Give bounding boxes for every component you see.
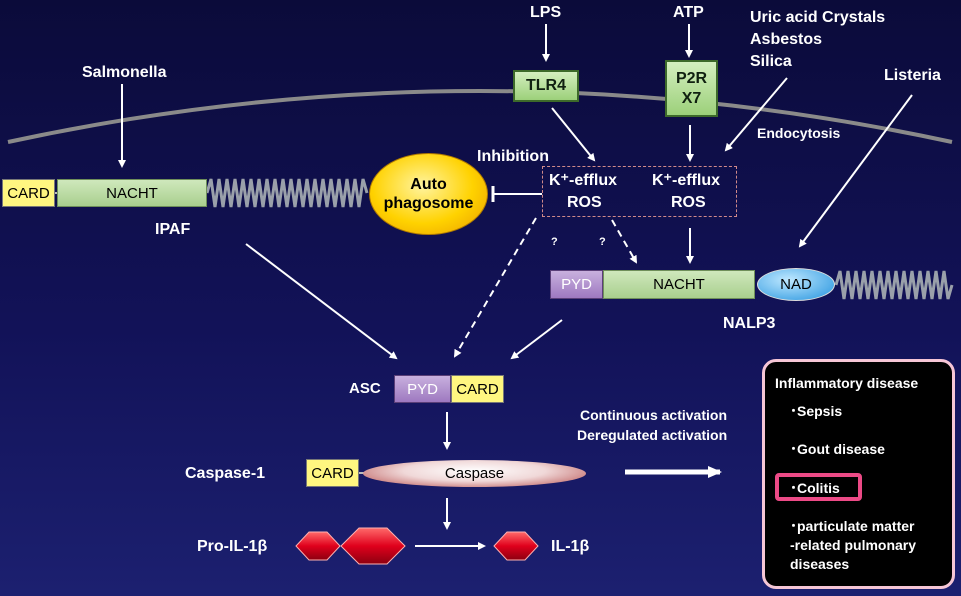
arrow-crystals-endocytosis — [724, 77, 788, 152]
nalp3-label: NALP3 — [723, 315, 776, 332]
nalp3-nacht-domain: NACHT — [603, 270, 755, 299]
asc-label: ASC — [349, 380, 381, 397]
inhibition-label: Inhibition — [477, 148, 549, 165]
endocytosis-label: Endocytosis — [757, 125, 841, 141]
question-mark-1: ? — [551, 236, 558, 248]
disease-item-particulate-3: diseases — [790, 556, 850, 572]
ipaf-nacht-domain: NACHT — [57, 179, 207, 207]
crystals-label-3: Silica — [750, 53, 792, 70]
pro-il1b-hexagon-1 — [295, 531, 341, 561]
disease-item-gout: ･Gout disease — [790, 441, 885, 457]
efflux-left-line-1: K⁺-efflux — [549, 172, 617, 189]
efflux-left-line-2: ROS — [567, 194, 602, 211]
disease-item-colitis: ･Colitis — [790, 480, 840, 496]
caspase1-label: Caspase-1 — [185, 465, 266, 482]
efflux-ros-box — [542, 166, 737, 217]
il1b-label: IL-1β — [551, 538, 590, 555]
crystals-label-2: Asbestos — [750, 31, 823, 48]
salmonella-label: Salmonella — [82, 64, 167, 81]
efflux-right-line-2: ROS — [671, 194, 706, 211]
arrow-listeria-nalp3 — [798, 94, 913, 248]
arrow-nalp3-asc — [510, 319, 563, 360]
autophagosome-line-2: phagosome — [383, 195, 474, 212]
autophagosome: Auto phagosome — [369, 153, 488, 235]
tlr4-receptor: TLR4 — [513, 70, 579, 102]
disease-item-particulate-2: -related pulmonary — [790, 537, 917, 553]
nalp3-pyd-domain: PYD — [550, 270, 603, 299]
continuous-activation-label: Continuous activation — [580, 407, 727, 423]
atp-label: ATP — [673, 4, 704, 21]
ipaf-label: IPAF — [155, 221, 191, 238]
lps-label: LPS — [530, 4, 562, 21]
nalp3-lrr — [834, 270, 954, 300]
asc-card-domain: CARD — [451, 375, 504, 403]
question-mark-2: ? — [599, 236, 606, 248]
pro-il1b-hexagon-2 — [340, 527, 406, 565]
asc-pyd-domain: PYD — [394, 375, 451, 403]
colitis-highlight — [775, 473, 862, 501]
ipaf-lrr — [205, 178, 369, 208]
deregulated-activation-label: Deregulated activation — [577, 427, 728, 443]
efflux-right-line-1: K⁺-efflux — [652, 172, 720, 189]
arrow-efflux-asc-dashed — [453, 217, 537, 358]
arrow-efflux-nalp3-dashed — [611, 219, 637, 264]
p2r-x7-receptor: P2R X7 — [665, 60, 718, 117]
p2r-label: P2R — [675, 69, 708, 87]
autophagosome-line-1: Auto — [410, 175, 447, 193]
arrow-ipaf-asc — [245, 243, 398, 360]
disease-panel-title: Inflammatory disease — [775, 375, 919, 391]
crystals-label-1: Uric acid Crystals — [750, 9, 886, 26]
inflammatory-disease-panel: Inflammatory disease ･Sepsis ･Gout disea… — [762, 359, 955, 589]
pro-il1b-label: Pro-IL-1β — [197, 538, 268, 555]
disease-item-particulate-1: ･particulate matter — [790, 518, 915, 534]
disease-item-sepsis: ･Sepsis — [790, 403, 843, 419]
cell-membrane — [7, 89, 953, 144]
il1b-hexagon — [493, 531, 539, 561]
ipaf-card-domain: CARD — [2, 179, 55, 207]
caspase1-card-domain: CARD — [306, 459, 359, 487]
nalp3-nad-domain: NAD — [757, 268, 835, 301]
caspase-domain: Caspase — [363, 460, 586, 487]
arrow-tlr4-efflux — [551, 107, 596, 162]
x7-label: X7 — [681, 89, 702, 107]
listeria-label: Listeria — [884, 67, 941, 84]
